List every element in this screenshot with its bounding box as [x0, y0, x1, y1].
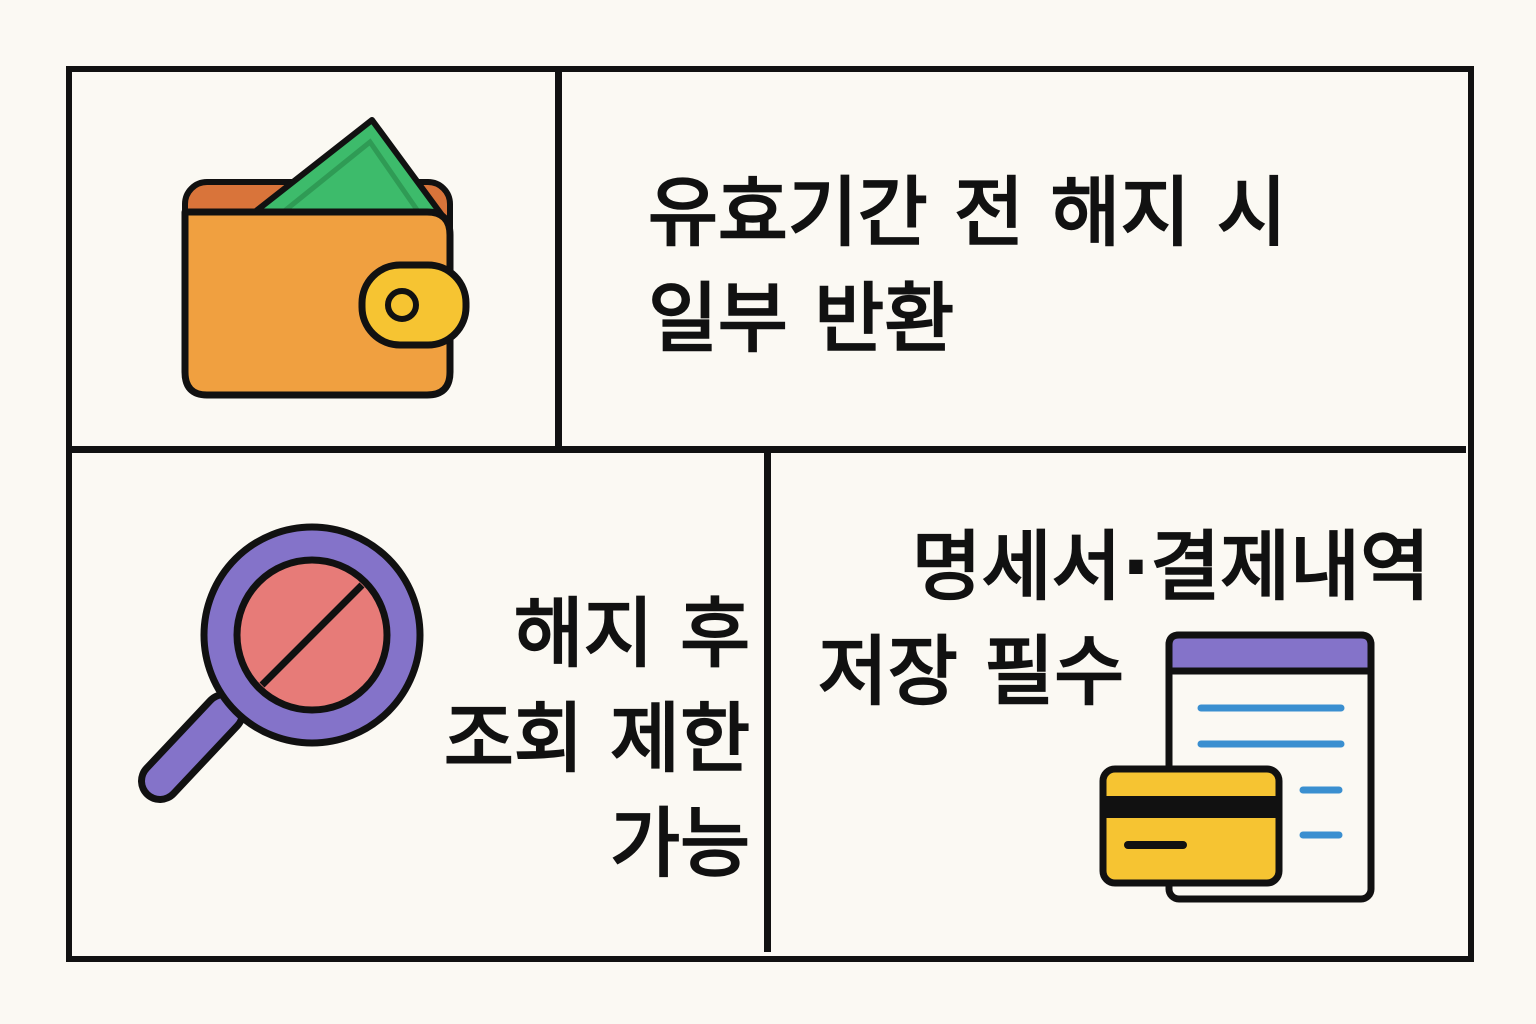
- divider-bottom-vertical: [764, 450, 771, 952]
- restriction-line-1: 해지 후: [513, 589, 750, 678]
- records-text: 명세서·결제내역: [818, 515, 1430, 620]
- divider-top-vertical: [555, 70, 562, 450]
- records-line-2: 저장 필수: [818, 627, 1125, 716]
- divider-horizontal: [70, 446, 1466, 453]
- panel-wallet: [72, 72, 555, 446]
- magnifier-prohibited-icon: [138, 523, 424, 803]
- diagram-frame: [66, 66, 1474, 962]
- records-line-1: 명세서·결제내역: [911, 522, 1430, 611]
- panel-records: [771, 453, 1462, 950]
- panel-restriction: [72, 453, 764, 950]
- refund-text: 유효기간 전 해지 시 일부 반환: [648, 160, 1287, 373]
- records-text-2: 저장 필수: [818, 620, 1124, 725]
- refund-line-2: 일부 반환: [648, 274, 955, 364]
- restriction-line-2: 조회 제한: [443, 693, 750, 783]
- restriction-text: 해지 후 조회 제한 가능: [420, 582, 750, 897]
- restriction-line-3: 가능: [610, 798, 750, 888]
- refund-line-1: 유효기간 전 해지 시: [648, 168, 1287, 257]
- receipt-card-icon: [1099, 631, 1375, 903]
- wallet-icon: [181, 117, 470, 399]
